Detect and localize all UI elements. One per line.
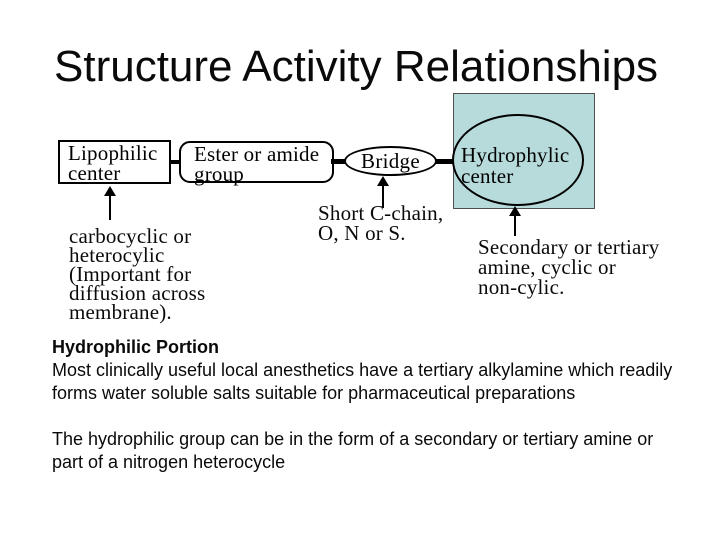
- slide-title: Structure Activity Relationships: [54, 42, 659, 91]
- lipophilic-center-box: Lipophilic center: [58, 140, 171, 184]
- hydrophylic-center-ellipse: [452, 114, 584, 206]
- arrowhead-icon: [104, 186, 116, 196]
- body-paragraph-1: Most clinically useful local anesthetics…: [52, 360, 673, 403]
- arrowhead-icon: [509, 206, 521, 216]
- connector-line-3: [435, 159, 454, 164]
- ester-or-amide-group-box: Ester or amide group: [179, 141, 334, 185]
- arrow-shaft: [109, 196, 111, 220]
- note-carbocyclic: carbocyclic or heterocylic (Important fo…: [69, 224, 206, 324]
- up-arrow-icon: [104, 186, 116, 220]
- up-arrow-icon: [377, 176, 389, 208]
- arrow-shaft: [514, 216, 516, 236]
- bridge-ellipse: Bridge: [344, 146, 437, 176]
- body-paragraph-2: The hydrophilic group can be in the form…: [52, 429, 654, 472]
- note-secondary-tertiary-amine: Secondary or tertiary amine, cyclic or n…: [478, 235, 660, 299]
- note-short-c-chain: Short C-chain, O, N or S.: [318, 201, 444, 245]
- connector-line-2: [331, 159, 346, 164]
- arrowhead-icon: [377, 176, 389, 186]
- up-arrow-icon: [509, 206, 521, 236]
- body-heading: Hydrophilic Portion: [52, 337, 220, 357]
- arrow-shaft: [382, 186, 384, 208]
- connector-line-1: [169, 160, 181, 164]
- hydrophylic-center-label: Hydrophylic center: [461, 143, 570, 188]
